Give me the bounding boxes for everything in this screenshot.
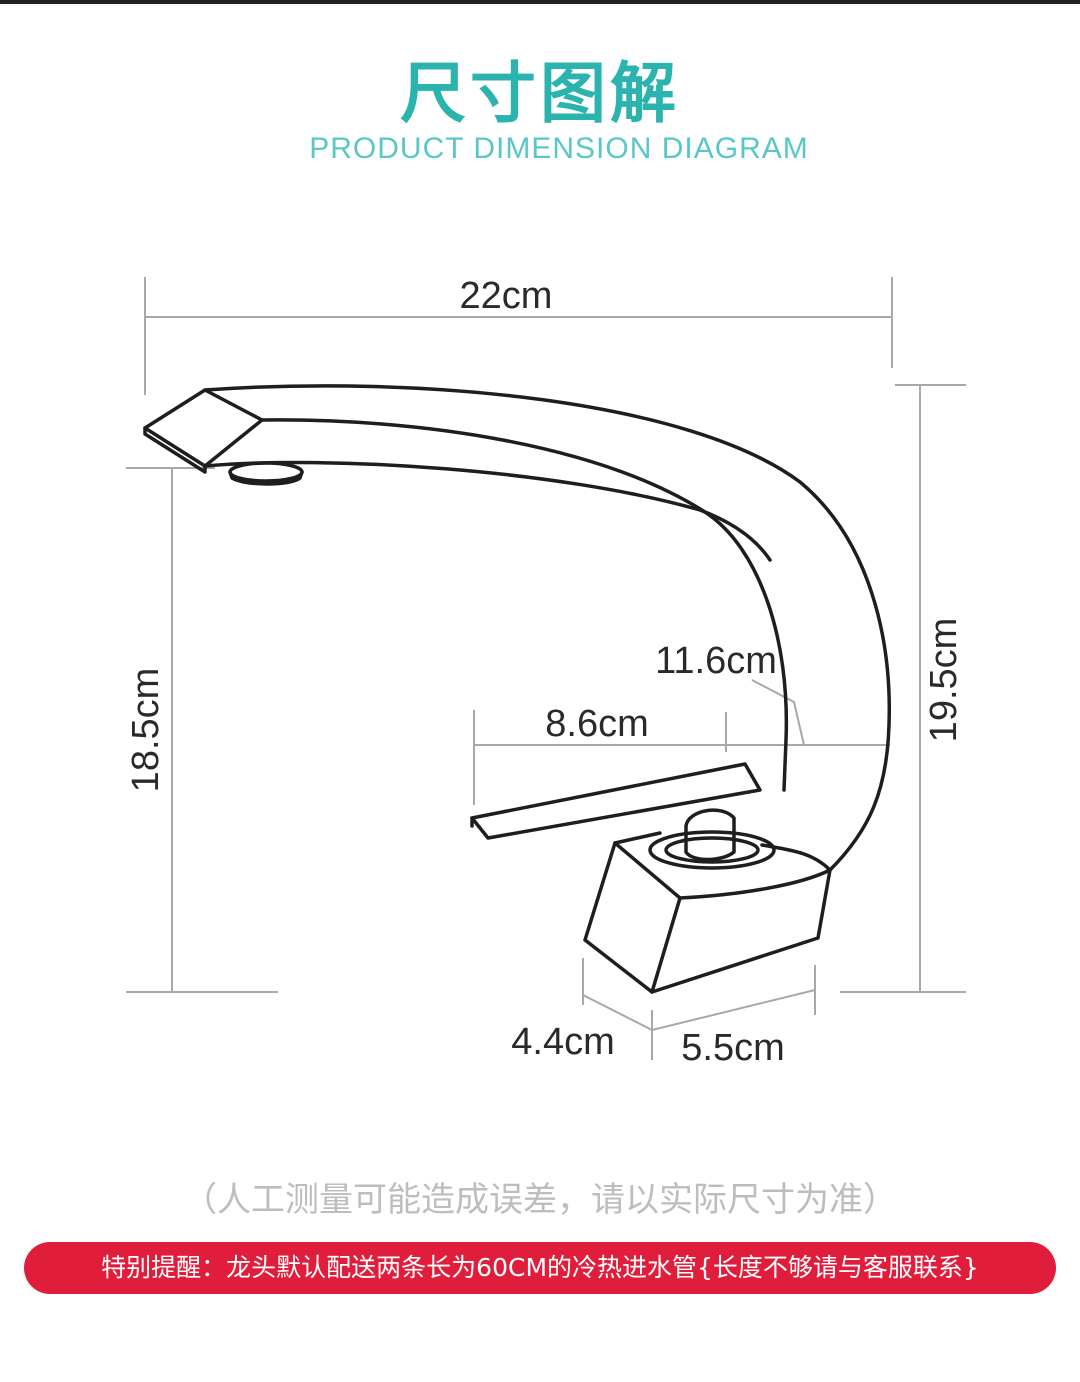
dimension-labels: 22cm 11.6cm 8.6cm 4.4cm 5.5cm 18.5cm 19.…	[125, 275, 965, 1069]
spout-tip	[143, 388, 264, 468]
label-spout-height: 18.5cm	[125, 668, 167, 793]
handle-lever	[470, 762, 762, 840]
base-collar-inner	[664, 836, 760, 864]
handle-stem	[684, 808, 736, 862]
base-front	[583, 841, 682, 994]
label-handle-length: 8.6cm	[545, 703, 648, 745]
top-edge-bar	[0, 0, 1080, 4]
measurement-note: （人工测量可能造成误差，请以实际尺寸为准）	[183, 1180, 897, 1220]
dimension-lines	[126, 277, 966, 1060]
label-total-width: 22cm	[460, 275, 553, 317]
special-reminder-banner: 特别提醒：龙头默认配送两条长为60CM的冷热进水管{长度不够请与客服联系}	[24, 1242, 1056, 1294]
base-side	[650, 868, 832, 994]
faucet-outline	[143, 384, 892, 994]
spout-tip-side	[143, 426, 207, 474]
base-top	[613, 831, 832, 872]
spout-arm-upper	[203, 384, 892, 872]
title-english: PRODUCT DIMENSION DIAGRAM	[309, 132, 809, 165]
label-base-depth: 4.4cm	[511, 1021, 614, 1063]
dim-line-depth	[582, 994, 653, 1031]
title-chinese: 尺寸图解	[400, 55, 680, 132]
spout-arm-lower	[260, 418, 789, 792]
label-total-height: 19.5cm	[923, 618, 965, 743]
dim-leader-reach	[751, 679, 805, 746]
spout-arm-inner	[203, 460, 772, 562]
label-base-width: 5.5cm	[681, 1027, 784, 1069]
base-collar	[648, 830, 776, 870]
dim-line-base-width	[651, 989, 816, 1031]
label-spout-reach: 11.6cm	[655, 640, 777, 682]
aerator-side	[228, 470, 304, 486]
aerator	[228, 461, 304, 483]
